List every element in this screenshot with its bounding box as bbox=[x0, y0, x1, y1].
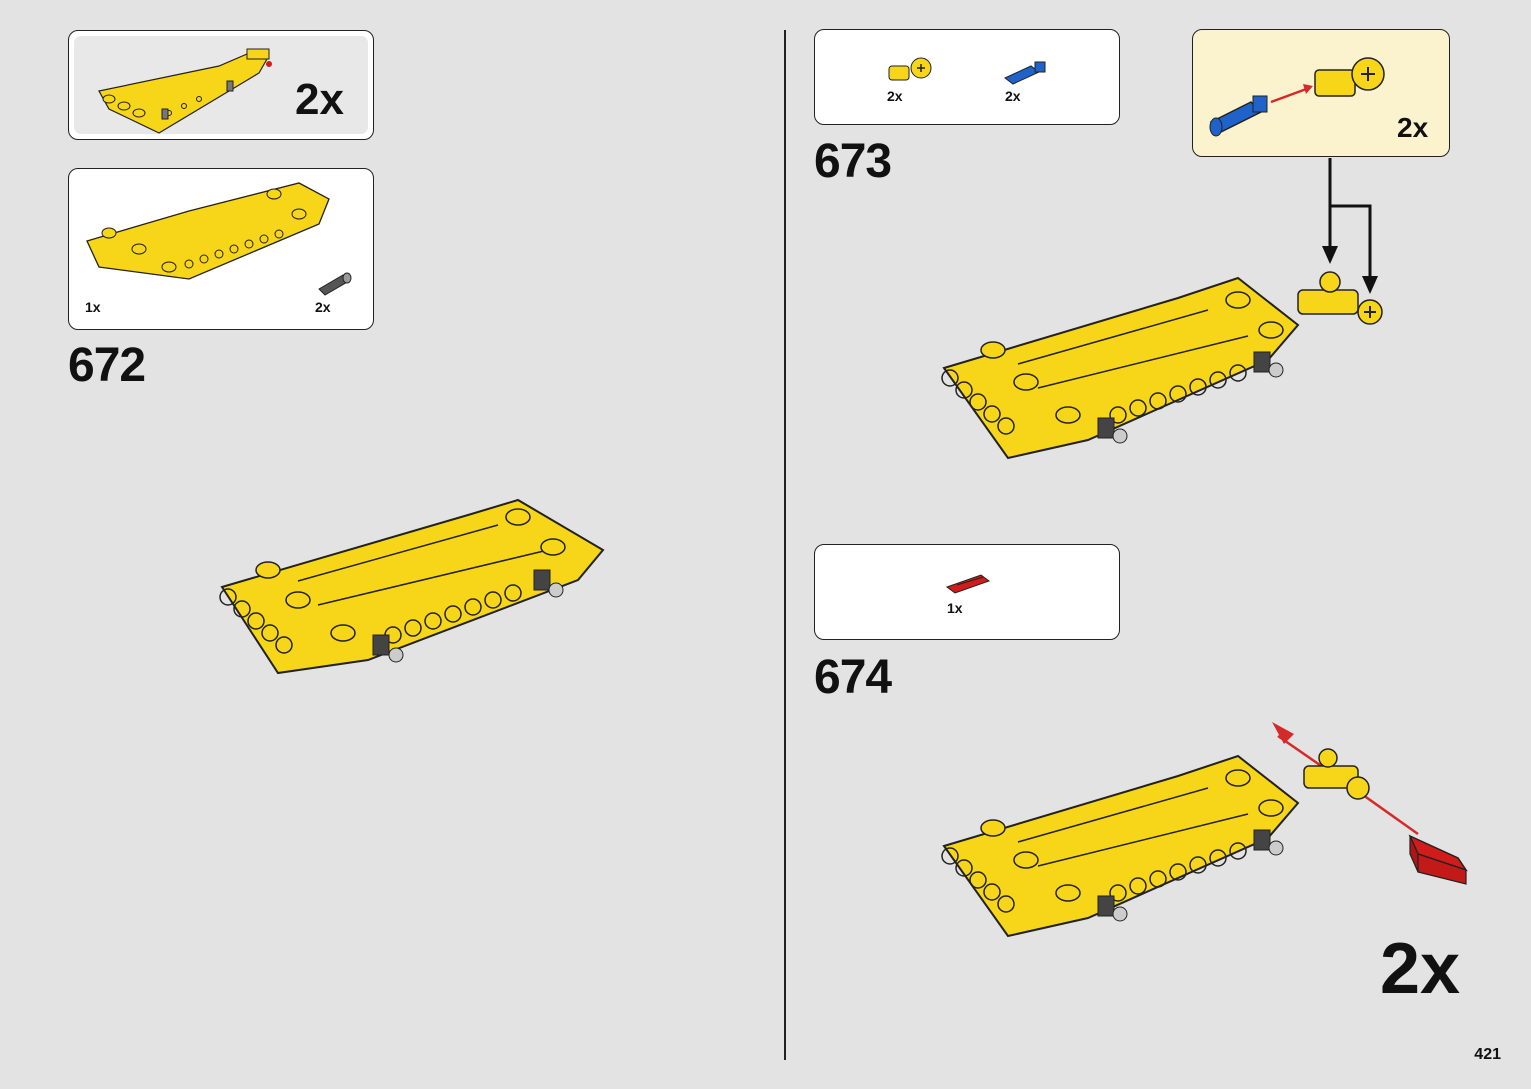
step-number-673: 673 bbox=[814, 135, 892, 188]
page-divider bbox=[784, 30, 786, 1060]
repeat-quantity: 2x bbox=[1380, 929, 1461, 1009]
parts-box-672: 1x 2x bbox=[68, 168, 374, 330]
red-axle-part-icon bbox=[945, 574, 991, 594]
submodel-quantity: 2x bbox=[295, 75, 344, 124]
blue-axle-pin-part-icon bbox=[1004, 61, 1046, 85]
panel-beam-part-icon bbox=[86, 182, 330, 280]
connector-quantity: 2x bbox=[887, 88, 903, 104]
pin-quantity: 2x bbox=[315, 299, 331, 315]
assembly-674-image bbox=[941, 722, 1468, 938]
assembly-673-image bbox=[941, 271, 1383, 460]
page-number: 421 bbox=[1474, 1046, 1501, 1063]
beam-quantity: 1x bbox=[85, 299, 101, 315]
callout-subassembly: 2x bbox=[1192, 29, 1450, 157]
step-number-674: 674 bbox=[814, 651, 892, 704]
callout-quantity: 2x bbox=[1397, 112, 1429, 143]
yellow-connector-part-icon bbox=[888, 57, 932, 81]
callout-assembly-image bbox=[1209, 57, 1385, 137]
submodel-beam-image bbox=[98, 48, 272, 134]
axle-pin-quantity: 2x bbox=[1005, 88, 1021, 104]
callout-arrows bbox=[1322, 158, 1378, 294]
step-number-672: 672 bbox=[68, 339, 146, 392]
assembly-672-image bbox=[219, 498, 605, 675]
submodel-box: 2x bbox=[68, 30, 374, 140]
axle-quantity: 1x bbox=[947, 600, 963, 616]
parts-box-673: 2x 2x bbox=[814, 29, 1120, 125]
black-pin-part-icon bbox=[318, 272, 352, 296]
parts-box-674: 1x bbox=[814, 544, 1120, 640]
